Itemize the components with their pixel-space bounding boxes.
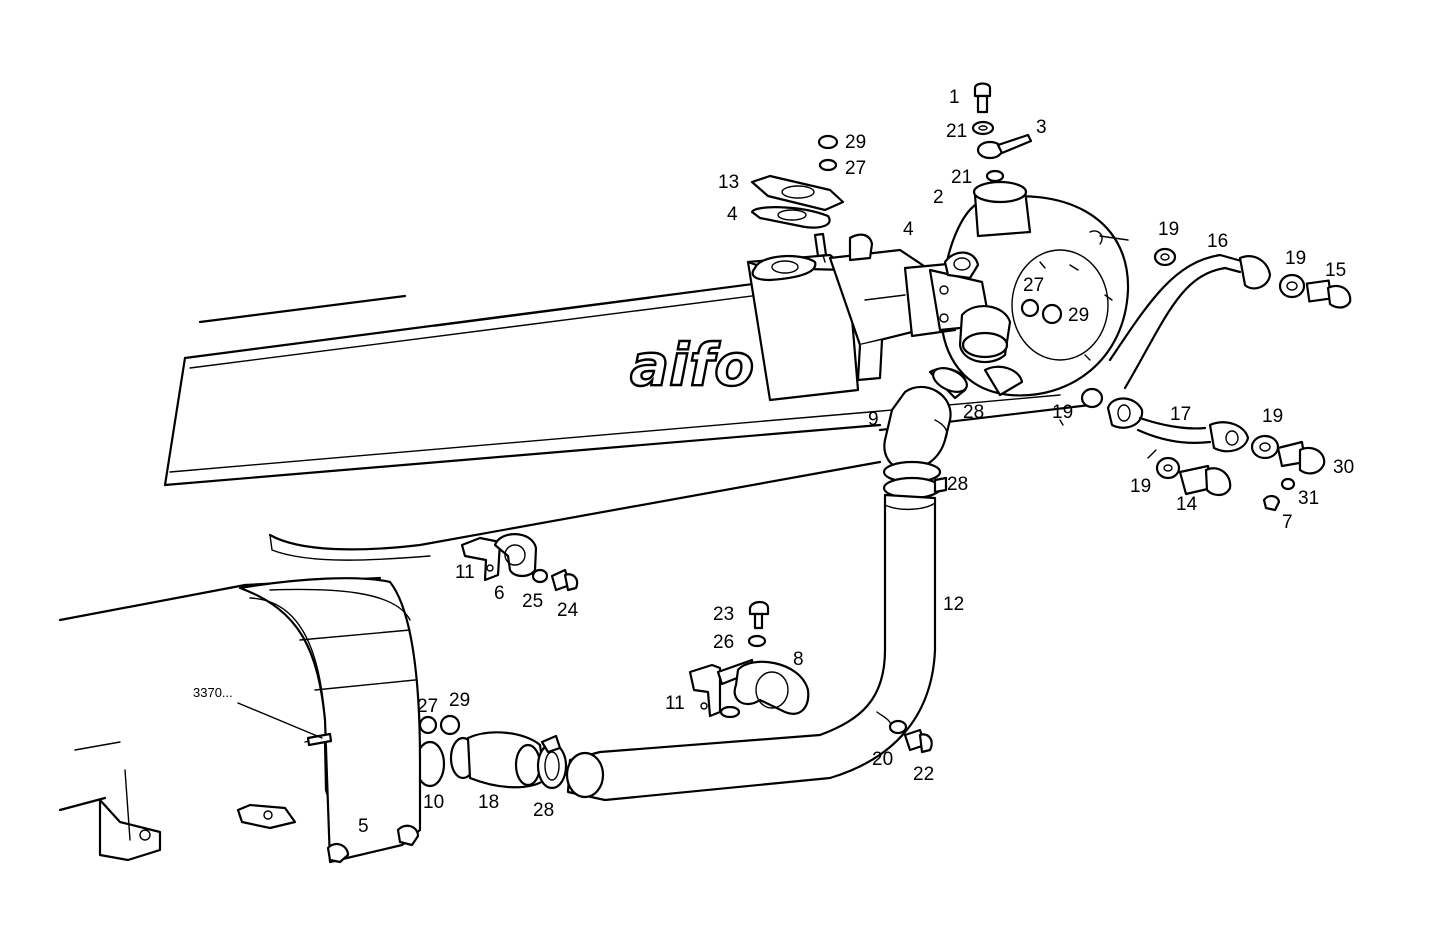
silencer-housing (58, 576, 422, 864)
callout-28: 28 (963, 402, 984, 423)
lower-return-pipe (1080, 387, 1326, 512)
callout-16: 16 (1207, 231, 1228, 252)
callout-12: 12 (943, 594, 964, 615)
callout-28: 28 (533, 800, 554, 821)
callout-29: 29 (845, 132, 866, 153)
callout-29: 29 (1068, 305, 1089, 326)
callout-29: 29 (449, 690, 470, 711)
turbo-housing (903, 180, 1130, 397)
callout-15: 15 (1325, 260, 1346, 281)
callout-27: 27 (417, 696, 438, 717)
callout-3: 3 (1036, 117, 1047, 138)
callout-6: 6 (494, 583, 505, 604)
callout-25: 25 (522, 591, 543, 612)
callout-27: 27 (1023, 275, 1044, 296)
callout-21: 21 (946, 121, 967, 142)
callout-22: 22 (913, 764, 934, 785)
clamp-lower (688, 600, 810, 719)
callout-7: 7 (1282, 512, 1293, 533)
gasket-plate-stack (750, 134, 845, 229)
callout-31: 31 (1298, 488, 1319, 509)
top-bolt-stack (971, 82, 1033, 183)
callout-1: 1 (949, 87, 960, 108)
upper-return-pipe (1108, 247, 1352, 390)
callout-17: 17 (1170, 404, 1191, 425)
callout-11: 11 (665, 693, 685, 714)
callout-27: 27 (845, 158, 866, 179)
aifo-logo: aifo (630, 331, 754, 399)
callout-19: 19 (1052, 402, 1073, 423)
callout-8: 8 (793, 649, 804, 670)
callout-26: 26 (713, 632, 734, 653)
callout-19: 19 (1285, 248, 1306, 269)
callout-24: 24 (557, 600, 579, 621)
callout-19: 19 (1158, 219, 1179, 240)
elbow-pipe (882, 367, 968, 500)
callout-13: 13 (718, 172, 739, 193)
callout-2: 2 (933, 187, 944, 208)
callout-11: 11 (455, 562, 475, 583)
callout-20: 20 (872, 749, 893, 770)
callout-9: 9 (868, 409, 879, 430)
turbo-gasket (943, 251, 980, 280)
exhaust-manifold (746, 232, 932, 402)
callout-4: 4 (903, 219, 914, 240)
hose-18 (449, 731, 568, 790)
callout-23: 23 (713, 604, 734, 625)
pipe-bracket-bolts (888, 719, 933, 754)
engine-block: aifo (163, 270, 1092, 561)
callout-30: 30 (1333, 457, 1354, 478)
callout-21: 21 (951, 167, 972, 188)
callout-10: 10 (423, 792, 444, 813)
callout-28: 28 (947, 474, 968, 495)
long-pipe (565, 493, 937, 802)
callout-5: 5 (358, 816, 369, 837)
callout-14: 14 (1176, 494, 1198, 515)
callout-4: 4 (727, 204, 738, 225)
callout-19: 19 (1130, 476, 1151, 497)
callout-19: 19 (1262, 406, 1283, 427)
reference-code: 3370... (193, 685, 233, 700)
callout-labels: 1 21 3 21 2 29 27 13 4 4 19 16 19 15 27 … (193, 87, 1354, 837)
clamp-upper (460, 533, 579, 592)
leader-lines (237, 235, 1157, 739)
callout-18: 18 (478, 792, 499, 813)
